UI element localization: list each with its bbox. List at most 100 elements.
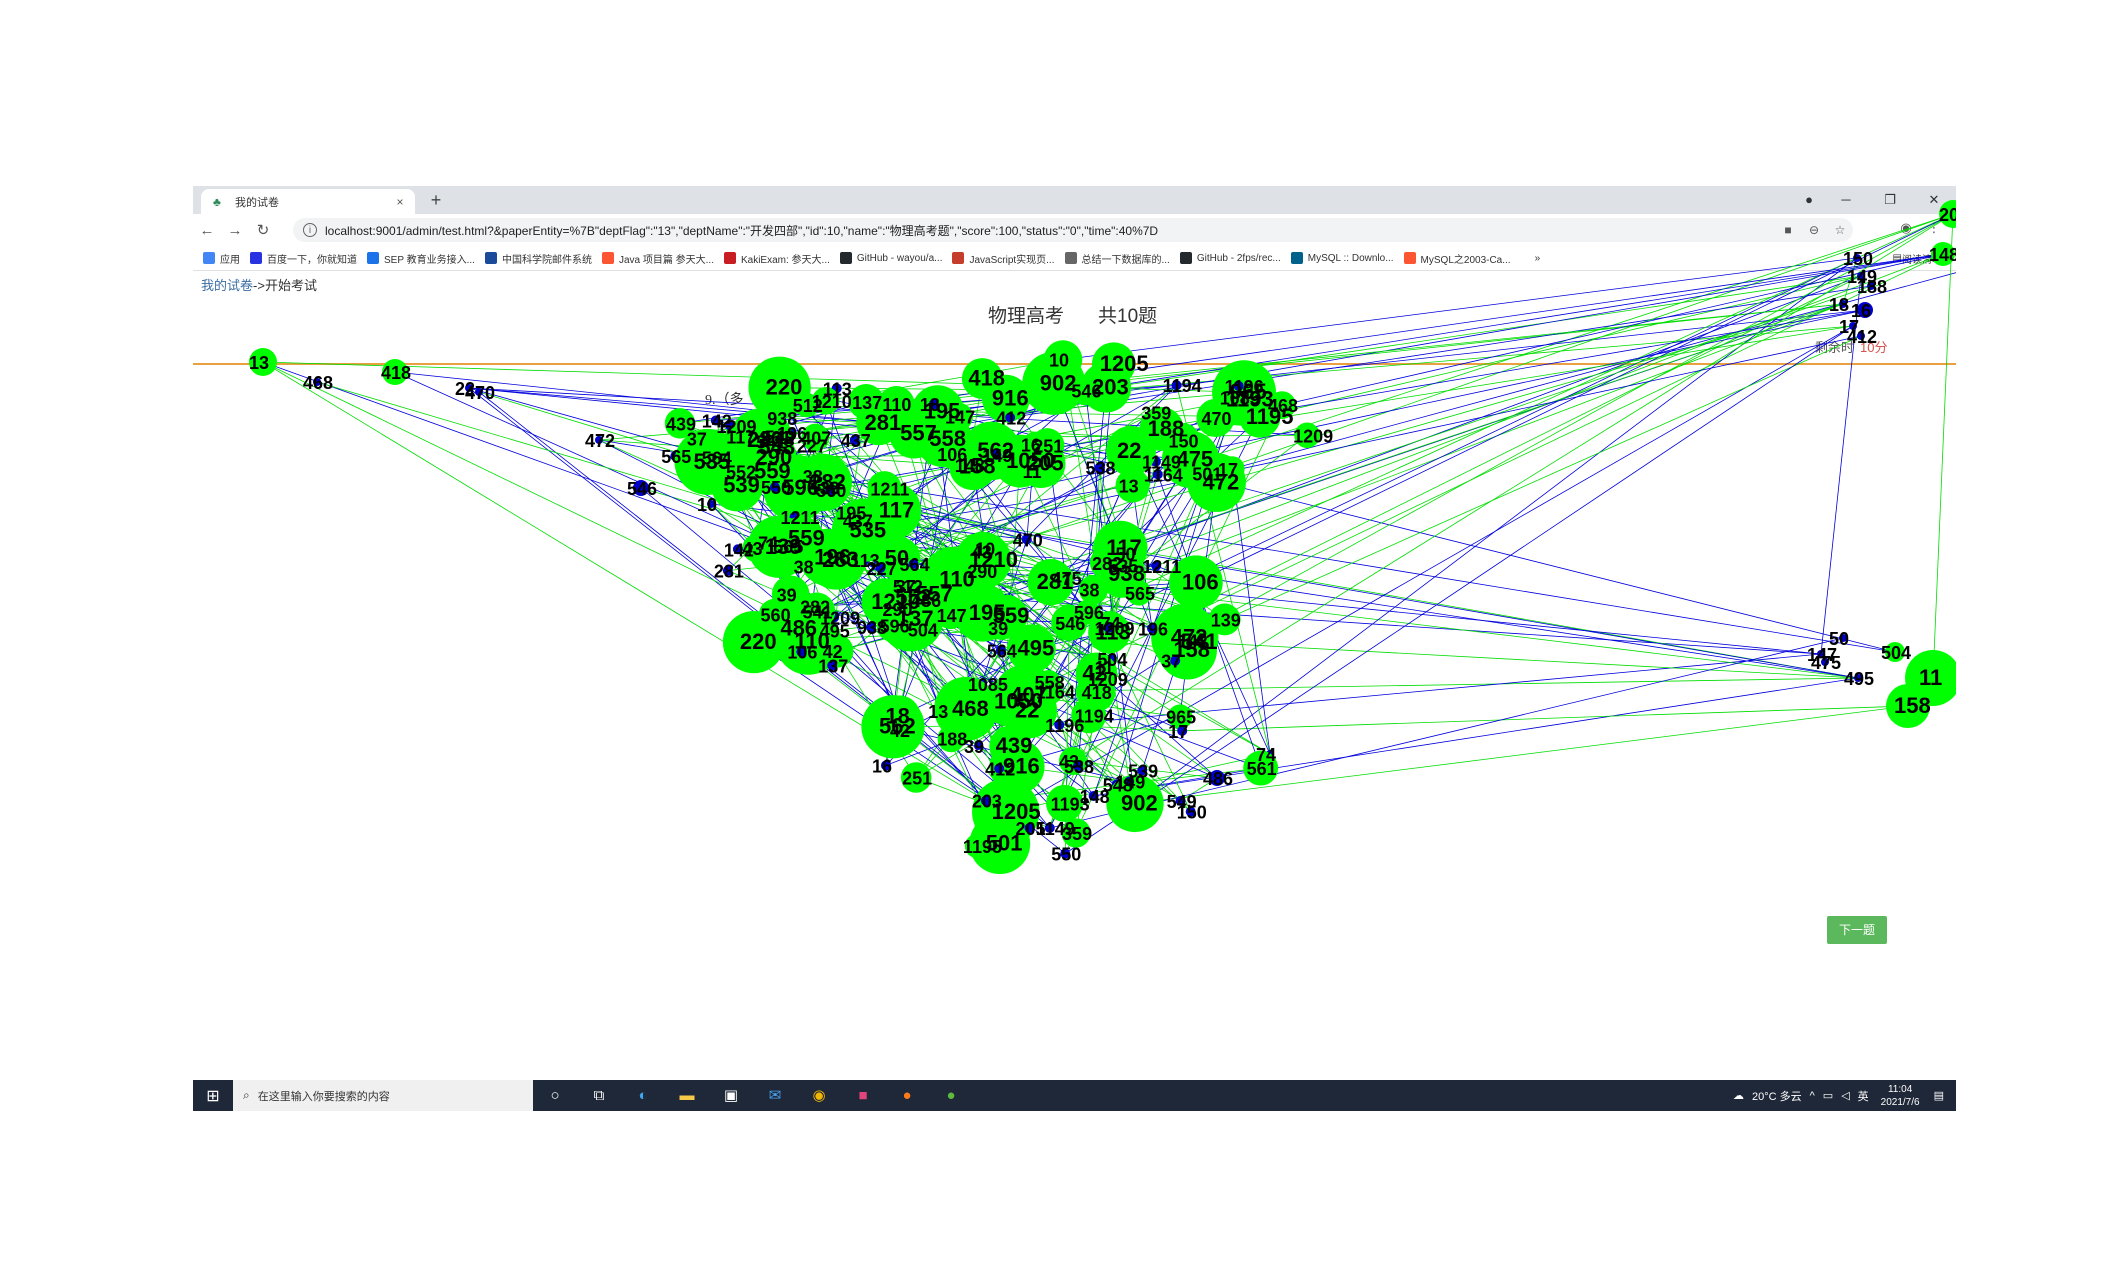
tab-title: 我的试卷: [235, 196, 279, 209]
windows-taskbar: ⊞ ⌕ 在这里输入你要搜索的内容 ○ ⧉ ◐ ▬ ▣ ✉ ◉ ■ ● ● ☁ 2…: [193, 1080, 1956, 1111]
cortana-icon[interactable]: ○: [550, 1087, 560, 1104]
apps-grid-icon: [203, 252, 215, 264]
csdn-icon: [601, 252, 614, 264]
exam-question-count: 共10题: [1098, 306, 1158, 327]
bookmark-item[interactable]: MySQL之2003-Ca...: [1403, 251, 1511, 266]
sep-icon: [367, 252, 379, 264]
breadcrumb: 我的试卷->开始考试: [201, 275, 317, 294]
github-icon: [839, 252, 852, 264]
clock-date: 2021/7/6: [1880, 1096, 1920, 1108]
weather-text[interactable]: 20°C 多云: [1751, 1090, 1802, 1103]
tab-close-icon[interactable]: ×: [396, 194, 404, 209]
bookmark-label: 应用: [220, 254, 240, 266]
window-controls: ● ─ ❐ ✕: [1794, 186, 1956, 214]
bookmark-label: SEP 教育业务接入...: [384, 254, 475, 266]
postman-icon[interactable]: ●: [902, 1087, 912, 1104]
restore-icon[interactable]: ❐: [1884, 192, 1896, 207]
close-window-icon[interactable]: ✕: [1928, 192, 1940, 207]
baidu-icon: [250, 252, 262, 264]
browser-screenshot: ♣ 我的试卷 × + ● ─ ❐ ✕ ← → ↻ i localhost:900…: [193, 186, 1956, 1111]
profile-icon[interactable]: ◉: [1900, 220, 1912, 235]
bookmark-label: 中国科学院邮件系统: [501, 254, 592, 266]
bookmark-item[interactable]: 总结一下数据库的...: [1064, 251, 1170, 266]
bookmark-label: MySQL之2003-Ca...: [1420, 254, 1511, 266]
camera-icon[interactable]: ■: [1784, 223, 1792, 237]
chrome-icon[interactable]: ◉: [812, 1087, 826, 1104]
task-view-icon[interactable]: ⧉: [593, 1087, 605, 1104]
timer-label: 剩余时: [1815, 340, 1855, 355]
bookmark-item[interactable]: GitHub - 2fps/rec...: [1179, 252, 1281, 264]
bookmark-label: MySQL :: Downlo...: [1307, 252, 1394, 264]
store-icon[interactable]: ▣: [723, 1087, 739, 1104]
wechat-icon[interactable]: ●: [946, 1087, 956, 1104]
tree-favicon-icon: ♣: [213, 194, 221, 209]
star-icon[interactable]: ☆: [1834, 223, 1846, 237]
address-bar[interactable]: i localhost:9001/admin/test.html?&paperE…: [293, 218, 1853, 242]
forward-arrow-icon[interactable]: →: [227, 221, 243, 239]
clock-time: 11:04: [1887, 1083, 1913, 1095]
cloud-icon: ☁: [1732, 1090, 1744, 1102]
bookmark-item[interactable]: KakiExam: 参天大...: [723, 251, 830, 266]
csdn-icon: [1403, 252, 1416, 264]
search-icon: ⌕: [243, 1088, 250, 1102]
question-text: 9.（多: [705, 393, 744, 408]
browser-toolbar: ← → ↻ i localhost:9001/admin/test.html?&…: [193, 214, 1956, 246]
taskbar-search-box[interactable]: ⌕ 在这里输入你要搜索的内容: [233, 1080, 533, 1111]
volume-icon[interactable]: ◁: [1841, 1090, 1850, 1102]
bookmark-item[interactable]: Java 项目篇 参天大...: [601, 251, 714, 266]
ime-indicator[interactable]: 英: [1857, 1090, 1869, 1103]
bookmarks-more-icon[interactable]: »: [1534, 252, 1541, 264]
reading-list-icon: ▤: [1892, 253, 1902, 264]
mail-app-icon[interactable]: ✉: [768, 1087, 782, 1104]
gitee-icon: [723, 252, 736, 264]
timer-value: 10分: [1860, 340, 1888, 355]
js-icon: [952, 252, 965, 264]
network-icon[interactable]: ▭: [1822, 1090, 1834, 1102]
exam-title-name: 物理高考: [988, 306, 1065, 327]
bookmark-label: 百度一下，你就知道: [267, 254, 357, 266]
header-divider: [193, 363, 1956, 365]
countdown-timer: 剩余时 10分: [1815, 337, 1887, 356]
bookmark-label: 总结一下数据库的...: [1081, 254, 1170, 266]
site-info-icon[interactable]: i: [303, 223, 317, 237]
menu-kebab-icon[interactable]: ⋮: [1927, 220, 1941, 235]
zoom-icon[interactable]: ⊖: [1808, 223, 1820, 237]
bookmark-item[interactable]: 百度一下，你就知道: [250, 251, 357, 266]
mysql-icon: [1290, 252, 1303, 264]
minimize-icon[interactable]: ─: [1841, 192, 1851, 207]
file-explorer-icon[interactable]: ▬: [679, 1087, 695, 1104]
bookmark-item[interactable]: GitHub - wayou/a...: [839, 252, 943, 264]
new-tab-button[interactable]: +: [430, 190, 442, 210]
bookmark-label: GitHub - wayou/a...: [856, 252, 943, 264]
bookmark-item[interactable]: SEP 教育业务接入...: [367, 251, 475, 266]
bookmark-item[interactable]: 应用: [203, 251, 240, 266]
url-text[interactable]: localhost:9001/admin/test.html?&paperEnt…: [325, 223, 1159, 238]
toolbar-right: ◉ ⋮: [1892, 220, 1948, 236]
page-content: 我的试卷->开始考试 物理高考 共10题 剩余时 10分 9.（多 下一题: [193, 271, 1956, 1055]
zhihu-icon: [1064, 252, 1077, 264]
bookmark-label: Java 项目篇 参天大...: [618, 254, 714, 266]
mail-icon: [484, 252, 497, 264]
chevron-up-icon[interactable]: ^: [1809, 1089, 1815, 1102]
tab-bar: ♣ 我的试卷 × + ● ─ ❐ ✕: [193, 186, 1956, 214]
breadcrumb-link-my-papers[interactable]: 我的试卷: [201, 278, 254, 293]
bookmark-item[interactable]: JavaScript实现页...: [952, 251, 1055, 266]
bookmark-item[interactable]: 中国科学院邮件系统: [484, 251, 592, 266]
windows-start-icon[interactable]: ⊞: [206, 1087, 220, 1105]
bookmark-item[interactable]: MySQL :: Downlo...: [1290, 252, 1394, 264]
profile-download-icon[interactable]: ●: [1805, 192, 1813, 207]
back-arrow-icon[interactable]: ←: [199, 221, 215, 239]
clock[interactable]: 11:04 2021/7/6: [1881, 1083, 1920, 1109]
reading-list-button[interactable]: ▤ 阅读清单: [1893, 251, 1942, 266]
reload-icon[interactable]: ↻: [256, 222, 270, 239]
notification-icon[interactable]: ▤: [1933, 1090, 1944, 1102]
bookmark-label: GitHub - 2fps/rec...: [1196, 252, 1281, 264]
bookmarks-bar: 应用 百度一下，你就知道 SEP 教育业务接入... 中国科学院邮件系统 Java 项目…: [193, 246, 1956, 271]
next-question-button[interactable]: 下一题: [1827, 916, 1887, 944]
breadcrumb-current: 开始考试: [264, 278, 317, 293]
intellij-icon[interactable]: ■: [858, 1087, 868, 1104]
edge-browser-icon[interactable]: ◐: [638, 1087, 648, 1104]
tab-my-papers[interactable]: ♣ 我的试卷 ×: [201, 189, 415, 214]
system-tray: ☁ 20°C 多云 ^ ▭ ◁ 英 11:04 2021/7/6 ▤: [1725, 1080, 1944, 1111]
reading-list-label: 阅读清单: [1902, 255, 1942, 266]
